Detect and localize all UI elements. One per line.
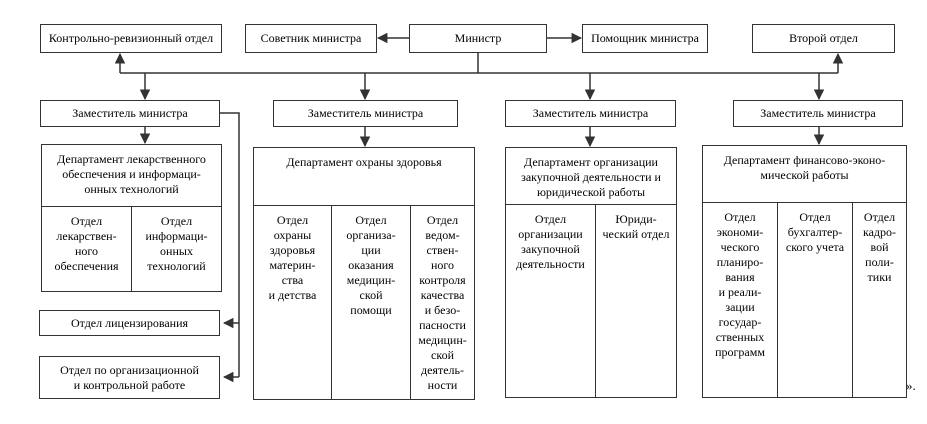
unit-economic-planning: Отдел экономи- ческого планиро- вания и … (703, 203, 778, 397)
dept-finance-economic: Департамент финансово-эконо- мической ра… (702, 145, 907, 398)
box-control-audit-dept: Контрольно-ревизионный отдел (40, 24, 222, 53)
dept-procurement-legal: Департамент организации закупочной деяте… (505, 147, 677, 398)
unit-medical-care-org: Отдел организа- ции оказания медицин- ск… (332, 206, 411, 399)
box-minister: Министр (409, 24, 547, 53)
box-licensing: Отдел лицензирования (39, 310, 220, 336)
dept-finance-economic-title: Департамент финансово-эконо- мической ра… (703, 146, 906, 203)
unit-pharma-supply: Отдел лекарствен- ного обеспечения (42, 207, 132, 291)
trailing-quote-mark: ». (906, 378, 916, 393)
unit-accounting: Отдел бухгалтер- ского учета (778, 203, 853, 397)
unit-procurement: Отдел организации закупочной деятельност… (506, 205, 596, 397)
dept-pharma-it-title: Департамент лекарственного обеспечения и… (42, 145, 221, 207)
unit-mother-child-health: Отдел охраны здоровья материн- ства и де… (254, 206, 332, 399)
unit-legal: Юриди- ческий отдел (602, 212, 670, 241)
dept-health-protection: Департамент охраны здоровья Отдел охраны… (253, 147, 475, 400)
dept-pharma-it: Департамент лекарственного обеспечения и… (41, 144, 222, 292)
box-deputy-1: Заместитель министра (40, 100, 220, 127)
box-minister-assistant: Помощник министра (582, 24, 708, 53)
box-minister-advisor: Советник министра (245, 24, 377, 53)
unit-it: Отдел информаци- онных технологий (145, 214, 208, 273)
dept-procurement-legal-title: Департамент организации закупочной деяте… (506, 148, 676, 205)
unit-quality-control: Отдел ведом- ствен- ного контроля качест… (418, 213, 467, 392)
unit-hr-policy: Отдел кадро- вой поли- тики (862, 210, 897, 284)
box-deputy-3: Заместитель министра (505, 100, 676, 127)
box-deputy-4: Заместитель министра (733, 100, 903, 127)
box-second-dept: Второй отдел (752, 24, 895, 53)
deputy-1-branch-line (220, 112, 240, 377)
box-deputy-2: Заместитель министра (273, 100, 458, 127)
box-org-control: Отдел по организационной и контрольной р… (39, 356, 220, 399)
dept-health-protection-title: Департамент охраны здоровья (254, 148, 474, 206)
